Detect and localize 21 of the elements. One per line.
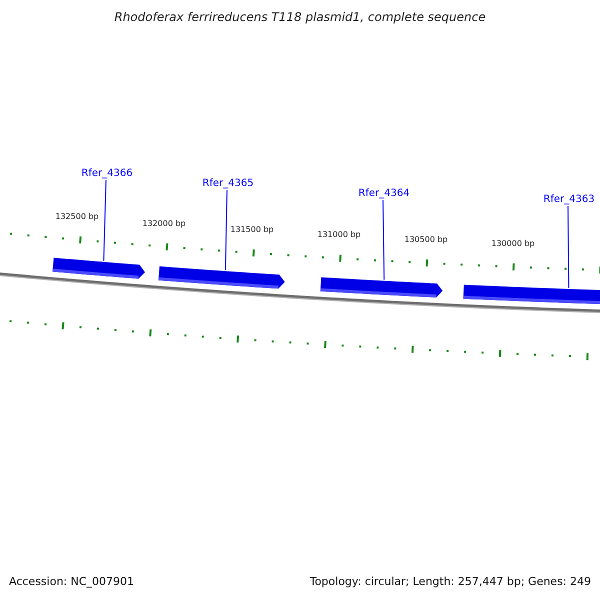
leader-line [103,180,106,262]
gene-label: Rfer_4366 [81,169,133,179]
scale-label: 132000 bp [142,220,186,228]
leader-line [224,190,228,271]
gene-feature [463,284,600,304]
leader-line [568,206,570,288]
scale-label: 131500 bp [230,226,274,234]
summary-text: Topology: circular; Length: 257,447 bp; Genes: 249 [310,576,591,587]
scale-label: 132500 bp [55,212,99,221]
gene-feature [158,266,285,289]
leader-line [382,200,385,280]
accession-text: Accession: NC_007901 [9,576,134,587]
scale-label: 131000 bp [317,231,361,240]
title: Rhodoferax ferrireducens T118 plasmid1, complete sequence [114,11,486,23]
gene-label: Rfer_4364 [358,189,410,199]
scale-label: 130000 bp [491,240,535,248]
gene-label: Rfer_4363 [543,195,595,205]
scale-label: 130500 bp [404,236,448,244]
gene-label: Rfer_4365 [202,179,254,189]
gene-feature [320,277,443,298]
gene-feature [52,258,145,279]
